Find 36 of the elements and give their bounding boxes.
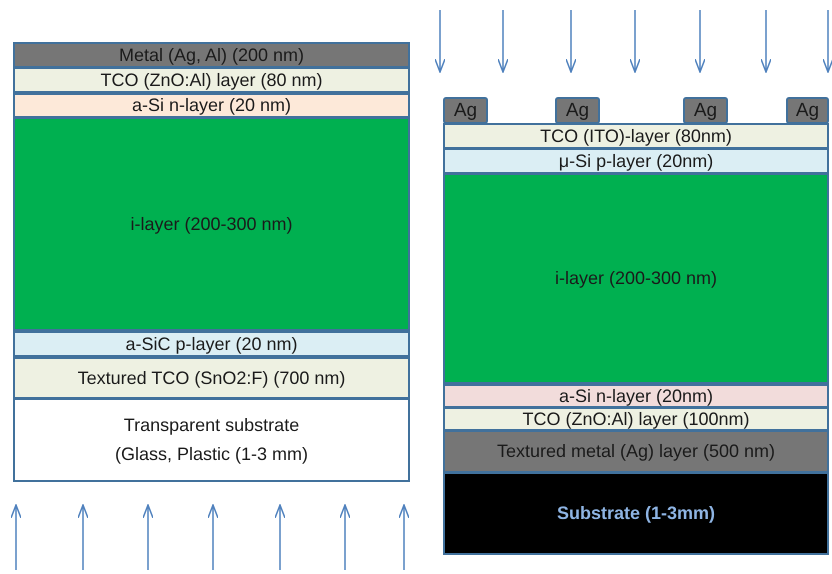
layer-label: Textured metal (Ag) layer (500 nm) xyxy=(496,440,776,463)
contact-box xyxy=(443,97,488,124)
layer-label: Transparent substrate (Glass, Plastic (1-3 mm) xyxy=(114,414,310,466)
layer-label: Metal (Ag, Al) (200 nm) xyxy=(118,44,304,66)
contact-box xyxy=(555,97,600,124)
layer-box xyxy=(443,123,829,149)
layer-label: Textured TCO (SnO2:F) (700 nm) xyxy=(78,366,346,390)
layer-label: Ag xyxy=(566,98,590,122)
layer-label: Substrate (1-3mm) xyxy=(556,502,716,526)
layer-label: i-layer (200-300 nm) xyxy=(130,212,293,236)
layer-label: Ag xyxy=(796,98,820,122)
substrate-box xyxy=(443,472,829,555)
layer-label: a-Si n-layer (20nm) xyxy=(558,384,714,408)
layer-label: a-Si n-layer (20 nm) xyxy=(132,94,292,117)
layer-label: TCO (ZnO:Al) layer (100nm) xyxy=(522,408,750,430)
layer-box xyxy=(13,117,410,331)
layer-label: a-SiC p-layer (20 nm) xyxy=(125,332,298,356)
layer-label: TCO (ZnO:Al) layer (80 nm) xyxy=(100,68,323,92)
substrate-box xyxy=(13,398,410,482)
layer-box xyxy=(443,430,829,473)
contact-box xyxy=(683,97,728,124)
layer-label: i-layer (200-300 nm) xyxy=(554,267,718,290)
layer-box xyxy=(443,148,829,174)
layer-box xyxy=(13,67,410,93)
layer-box xyxy=(443,173,829,384)
layer-label: μ-Si p-layer (20nm) xyxy=(558,150,714,172)
layer-box xyxy=(13,93,410,118)
layer-box xyxy=(13,42,410,68)
layer-box xyxy=(443,384,829,408)
layer-label: Ag xyxy=(454,98,478,122)
layer-box xyxy=(13,357,410,399)
layer-box xyxy=(443,407,829,431)
layer-label: Ag xyxy=(694,98,718,122)
contact-box xyxy=(786,97,829,124)
layer-box xyxy=(13,331,410,357)
layer-label: TCO (ITO)-layer (80nm) xyxy=(540,124,732,148)
